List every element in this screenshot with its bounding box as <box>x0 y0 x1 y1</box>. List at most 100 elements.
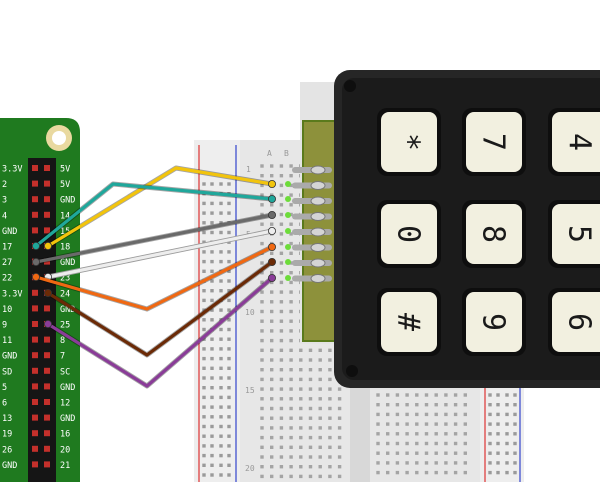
rail-hole <box>496 470 500 475</box>
breadboard-hole <box>386 412 390 417</box>
breadboard-hole <box>289 406 293 411</box>
breadboard-hole <box>260 338 264 343</box>
rail-hole <box>227 318 231 322</box>
rail-hole <box>202 269 206 273</box>
breadboard-hole <box>289 368 293 372</box>
rail-hole <box>505 412 509 417</box>
wire-purple-start <box>44 319 53 328</box>
keypad-key[interactable]: * <box>377 108 441 176</box>
rail-hole <box>505 461 509 465</box>
breadboard-hole <box>270 387 274 391</box>
breadboard-hole <box>395 393 400 397</box>
gpio-label-right: 15 <box>60 227 70 237</box>
breadboard-hole <box>405 393 409 397</box>
breadboard-hole <box>405 403 409 407</box>
rail-hole <box>210 405 214 409</box>
breadboard-hole <box>260 261 264 265</box>
mounting-hole <box>52 131 66 145</box>
gpio-pin <box>32 383 38 390</box>
gpio-pin <box>32 180 38 187</box>
rail-hole <box>210 230 214 235</box>
gpio-pin <box>32 445 38 452</box>
breadboard-hole <box>463 393 467 397</box>
breadboard-hole <box>289 164 293 168</box>
breadboard-hole <box>405 412 409 417</box>
keypad-key[interactable]: 4 <box>548 108 600 176</box>
rail-hole <box>210 463 214 467</box>
breadboard-hole <box>328 416 332 420</box>
gpio-label-left: GND <box>2 352 17 362</box>
rail-hole <box>513 470 517 475</box>
breadboard-hole <box>434 470 438 475</box>
rail-hole <box>496 461 500 465</box>
rail-hole <box>210 308 214 312</box>
breadboard-hole <box>308 435 313 440</box>
wire-purple-end <box>267 273 276 282</box>
gpio-label-right: 7 <box>60 352 65 362</box>
gpio-label-left: 13 <box>2 414 12 424</box>
power-rail-right <box>480 380 524 482</box>
keypad-key[interactable]: 0 <box>377 200 441 268</box>
wire-brown-start <box>44 288 53 297</box>
rail-hole <box>227 230 231 235</box>
breadboard-hole <box>270 426 274 430</box>
breadboard-hole <box>289 193 293 197</box>
breadboard-hole <box>299 465 303 469</box>
gpio-label-right: 8 <box>60 336 65 346</box>
breadboard-hole <box>328 397 332 401</box>
rail-hole <box>219 289 223 293</box>
gpio-pin <box>32 461 38 468</box>
rail-hole <box>219 221 223 225</box>
keypad-key[interactable]: 6 <box>548 288 600 356</box>
breadboard-contact <box>285 196 291 202</box>
rail-hole <box>219 453 223 458</box>
rail-hole <box>210 415 214 419</box>
breadboard-hole <box>386 422 390 426</box>
gpio-label-right: GND <box>60 196 75 206</box>
breadboard-hole <box>395 441 400 446</box>
rail-hole <box>227 269 231 273</box>
breadboard-hole <box>299 435 303 440</box>
breadboard-hole <box>289 309 293 314</box>
rail-hole <box>227 289 231 293</box>
breadboard-hole <box>415 403 419 407</box>
gpio-pin <box>32 165 38 171</box>
rail-hole <box>210 182 214 186</box>
breadboard-hole <box>270 290 274 294</box>
breadboard-hole <box>289 377 293 382</box>
breadboard-hole <box>328 426 332 430</box>
rail-hole <box>202 327 206 332</box>
rail-hole <box>219 250 223 254</box>
col-label-b: B <box>284 149 289 158</box>
key-face <box>381 112 437 172</box>
key-face <box>381 292 437 352</box>
breadboard-hole <box>260 309 264 314</box>
rail-hole <box>210 337 214 341</box>
breadboard-hole <box>424 432 429 436</box>
keypad-key[interactable]: 7 <box>462 108 526 176</box>
breadboard-hole <box>395 451 400 455</box>
rail-hole <box>219 259 223 264</box>
gpio-label-right: 12 <box>60 399 70 409</box>
breadboard-hole <box>289 435 293 440</box>
breadboard-hole <box>260 271 264 275</box>
gpio-label-right: 25 <box>60 321 70 331</box>
breadboard-contact <box>285 212 291 218</box>
wire-teal <box>34 182 274 248</box>
breadboard-hole <box>260 445 264 449</box>
rail-hole <box>505 393 509 397</box>
breadboard-hole <box>434 422 438 426</box>
keypad-key[interactable]: 9 <box>462 288 526 356</box>
rail-hole <box>202 463 206 467</box>
breadboard-hole <box>260 387 264 391</box>
rail-hole <box>513 451 517 455</box>
breadboard-hole <box>328 358 332 362</box>
keypad-key[interactable]: 8 <box>462 200 526 268</box>
keypad-key[interactable]: 5 <box>548 200 600 268</box>
breadboard-hole <box>279 241 284 246</box>
rail-hole <box>227 434 231 438</box>
rail-hole <box>227 308 231 312</box>
gpio-label-right: 14 <box>60 211 70 221</box>
keypad-key[interactable]: # <box>377 288 441 356</box>
